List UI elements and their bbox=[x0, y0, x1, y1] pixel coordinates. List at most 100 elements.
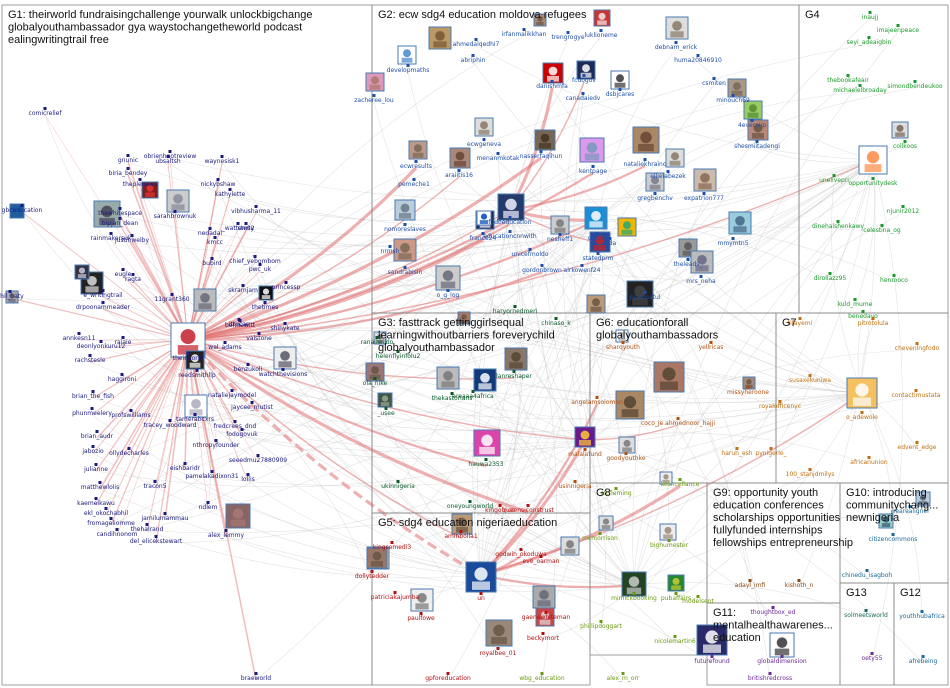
node-aminbolla1[interactable]: aminbolla1 bbox=[444, 530, 478, 540]
node-benzukoli[interactable]: benzukoli bbox=[234, 363, 263, 373]
node-reedsmithllp[interactable]: reedsmithllp bbox=[178, 369, 216, 379]
node-shinykate[interactable]: shinykate bbox=[270, 322, 300, 332]
node-areaaa4africa[interactable]: areaaa4africa bbox=[452, 390, 494, 400]
node-phil-baty[interactable]: phil_baty bbox=[0, 290, 24, 300]
node-image-statedprm[interactable] bbox=[589, 231, 611, 253]
node-bighumester[interactable]: bighumester bbox=[650, 539, 689, 549]
node-fodogovuk[interactable]: fodogovuk bbox=[226, 428, 258, 438]
node-gordonbrown[interactable]: gordonbrown bbox=[522, 264, 562, 274]
node-haggironi[interactable]: haggironi bbox=[108, 373, 137, 383]
node-dsbjcares[interactable]: dsbjcares bbox=[606, 88, 635, 98]
node-jlyasmatul[interactable]: jlyasmatul bbox=[628, 291, 661, 301]
node-godwin-okoduwa[interactable]: godwin_okoduwa bbox=[495, 548, 547, 558]
node-jaycee-mutist[interactable]: jaycee_mutist bbox=[230, 401, 274, 411]
node-image-chinaso-k[interactable] bbox=[586, 294, 606, 314]
node-biria-bendey[interactable]: biria_bendey bbox=[109, 167, 148, 177]
node-phillipdoggart[interactable]: phillipdoggart bbox=[580, 620, 622, 630]
node-image-fcdogov[interactable] bbox=[576, 60, 596, 80]
node-e-writingtrail[interactable]: e_writingtrail bbox=[83, 289, 123, 299]
node-nickybshaw[interactable]: nickybshaw bbox=[201, 178, 236, 188]
node-susaxekuniwa[interactable]: susaxekuniwa bbox=[789, 374, 831, 384]
node-eve-oarman[interactable]: eve_oarman bbox=[523, 555, 560, 565]
node-araiitis16[interactable]: araiitis16 bbox=[445, 169, 473, 179]
node-canadaiedv[interactable]: canadaiedv bbox=[566, 92, 601, 102]
node-skramjam[interactable]: skramjam bbox=[228, 284, 258, 294]
node-image-unicef[interactable] bbox=[584, 206, 608, 230]
node-theleads-[interactable]: theleads_ bbox=[674, 258, 704, 268]
node-unelivepri[interactable]: unelivepri bbox=[819, 174, 849, 184]
node-thekastorians[interactable]: thekastorians bbox=[432, 392, 473, 402]
node-unicef[interactable]: unicef bbox=[588, 232, 607, 242]
node-chevenlngfodo[interactable]: chevenlngfodo bbox=[895, 342, 940, 352]
node-lanreshaper[interactable]: lanreshaper bbox=[496, 370, 532, 380]
node-phunmeelery[interactable]: phunmeelery bbox=[72, 407, 112, 417]
node-wbg-education[interactable]: wbg_education bbox=[519, 672, 565, 682]
node-bipjan-dean[interactable]: bipjan_dean bbox=[102, 217, 139, 227]
node-hauwa2353[interactable]: hauwa2353 bbox=[468, 458, 504, 468]
node-lollis[interactable]: lollis bbox=[241, 473, 255, 483]
node-harun-esh[interactable]: harun_esh bbox=[721, 447, 753, 457]
node-image-bighumester[interactable] bbox=[659, 523, 677, 541]
node-rainmakersuk[interactable]: rainmakersuk bbox=[91, 232, 132, 242]
node-ranailwildo[interactable]: ranailwildo bbox=[361, 336, 394, 346]
node-opportunitydesk[interactable]: opportunitydesk bbox=[848, 177, 898, 187]
node-image-phil-baty[interactable] bbox=[5, 290, 19, 304]
node-image-futurefound[interactable] bbox=[696, 624, 728, 656]
node-pitrotolula[interactable]: pitrotolula bbox=[858, 317, 889, 327]
node-image-danishmfa[interactable] bbox=[542, 62, 564, 84]
node-educationcnnwith[interactable]: educationcnnwith bbox=[483, 230, 537, 240]
node-tracon5[interactable]: tracon5 bbox=[143, 480, 167, 490]
node-modelsent[interactable]: modelsent bbox=[682, 595, 714, 605]
node-image-hauwa2353[interactable] bbox=[473, 429, 501, 457]
node-brian-the-fish[interactable]: brian_the_fish bbox=[72, 390, 114, 400]
node-tracey-woodward[interactable]: tracey_woodward bbox=[144, 419, 197, 429]
node-image-gaenewhiteman[interactable] bbox=[532, 585, 556, 609]
node-image-alex-lemmy[interactable] bbox=[225, 503, 251, 529]
node-futurefound[interactable]: futurefound bbox=[694, 655, 730, 665]
node-patriciakajumba[interactable]: patriciakajumba bbox=[371, 591, 420, 601]
node-image-ellielabezek[interactable] bbox=[665, 148, 685, 168]
node-image-watchthevisions[interactable] bbox=[273, 346, 297, 370]
node-developmaths[interactable]: developmaths bbox=[387, 64, 430, 74]
node-jamilumammau[interactable]: jamilumammau bbox=[140, 512, 189, 522]
node-chief-yebombom[interactable]: chief_yebombom bbox=[229, 255, 281, 265]
node-image-globaldimension[interactable] bbox=[769, 632, 795, 658]
node-image-araiitis16[interactable] bbox=[449, 147, 471, 169]
node-dirollazz95[interactable]: dirollazz95 bbox=[814, 272, 847, 282]
node-un[interactable]: un bbox=[477, 592, 485, 602]
node-image-expatrion777[interactable] bbox=[693, 168, 717, 192]
node-image-haryornedmeri[interactable] bbox=[457, 311, 471, 325]
node-profswilliams[interactable]: profswilliams bbox=[111, 409, 151, 419]
node-gnunic[interactable]: gnunic bbox=[118, 154, 138, 164]
node-mcmorrison[interactable]: mcmorrison bbox=[582, 532, 618, 542]
node-kingofrice[interactable]: kingofrice bbox=[485, 504, 515, 514]
node-coco-je-ahmednoor-hajji[interactable]: coco_je ahmednoor_hajji bbox=[641, 417, 715, 427]
node-image-gregbenchv[interactable] bbox=[645, 172, 665, 192]
node-seyi-adeaigbin[interactable]: seyi_adeaigbin bbox=[847, 36, 892, 46]
node-bubird[interactable]: bubird bbox=[202, 257, 222, 267]
node-danishmfa[interactable]: danishmfa bbox=[536, 80, 568, 90]
node-image-citizencommons[interactable] bbox=[878, 513, 894, 529]
node-shesmiitadengi[interactable]: shesmiitadengi bbox=[734, 140, 780, 150]
node-fredcrees-dnd[interactable]: fredcrees_dnd bbox=[214, 420, 257, 430]
node-image-opportunitydesk[interactable] bbox=[858, 145, 888, 175]
node-helenflyinfolu2[interactable]: helenflyinfolu2 bbox=[376, 350, 421, 360]
node-angelamsolomon[interactable]: angelamsolomon bbox=[571, 396, 623, 406]
node-citizencommons[interactable]: citizencommons bbox=[869, 533, 918, 543]
node-image-sandrabisin[interactable] bbox=[393, 238, 417, 262]
node-image-jlyasmatul[interactable] bbox=[626, 280, 654, 308]
node-image-angelamsolomon[interactable] bbox=[615, 390, 645, 420]
node-eugle[interactable]: eugle bbox=[115, 268, 132, 278]
node-image-educationcnnwith[interactable] bbox=[497, 193, 525, 221]
node-matthewlolis[interactable]: matthewlolis bbox=[81, 481, 119, 491]
node-alex-lemmy[interactable]: alex_lemmy bbox=[208, 529, 245, 539]
node-image-nesheff1[interactable] bbox=[550, 215, 570, 235]
node-image-ahmedalqedhi7[interactable] bbox=[428, 26, 452, 50]
node-sarahbrownuk[interactable]: sarahbrownuk bbox=[154, 210, 197, 220]
node-sandrabisin[interactable]: sandrabisin bbox=[388, 266, 423, 276]
node-zacheree-lou[interactable]: zacheree_lou bbox=[354, 94, 394, 104]
node-globaldimension[interactable]: globaldimension bbox=[757, 655, 807, 665]
node-africanunion[interactable]: africanunion bbox=[850, 456, 888, 466]
node-image--usee[interactable] bbox=[377, 392, 393, 408]
node-image-minouch69[interactable] bbox=[727, 78, 747, 98]
